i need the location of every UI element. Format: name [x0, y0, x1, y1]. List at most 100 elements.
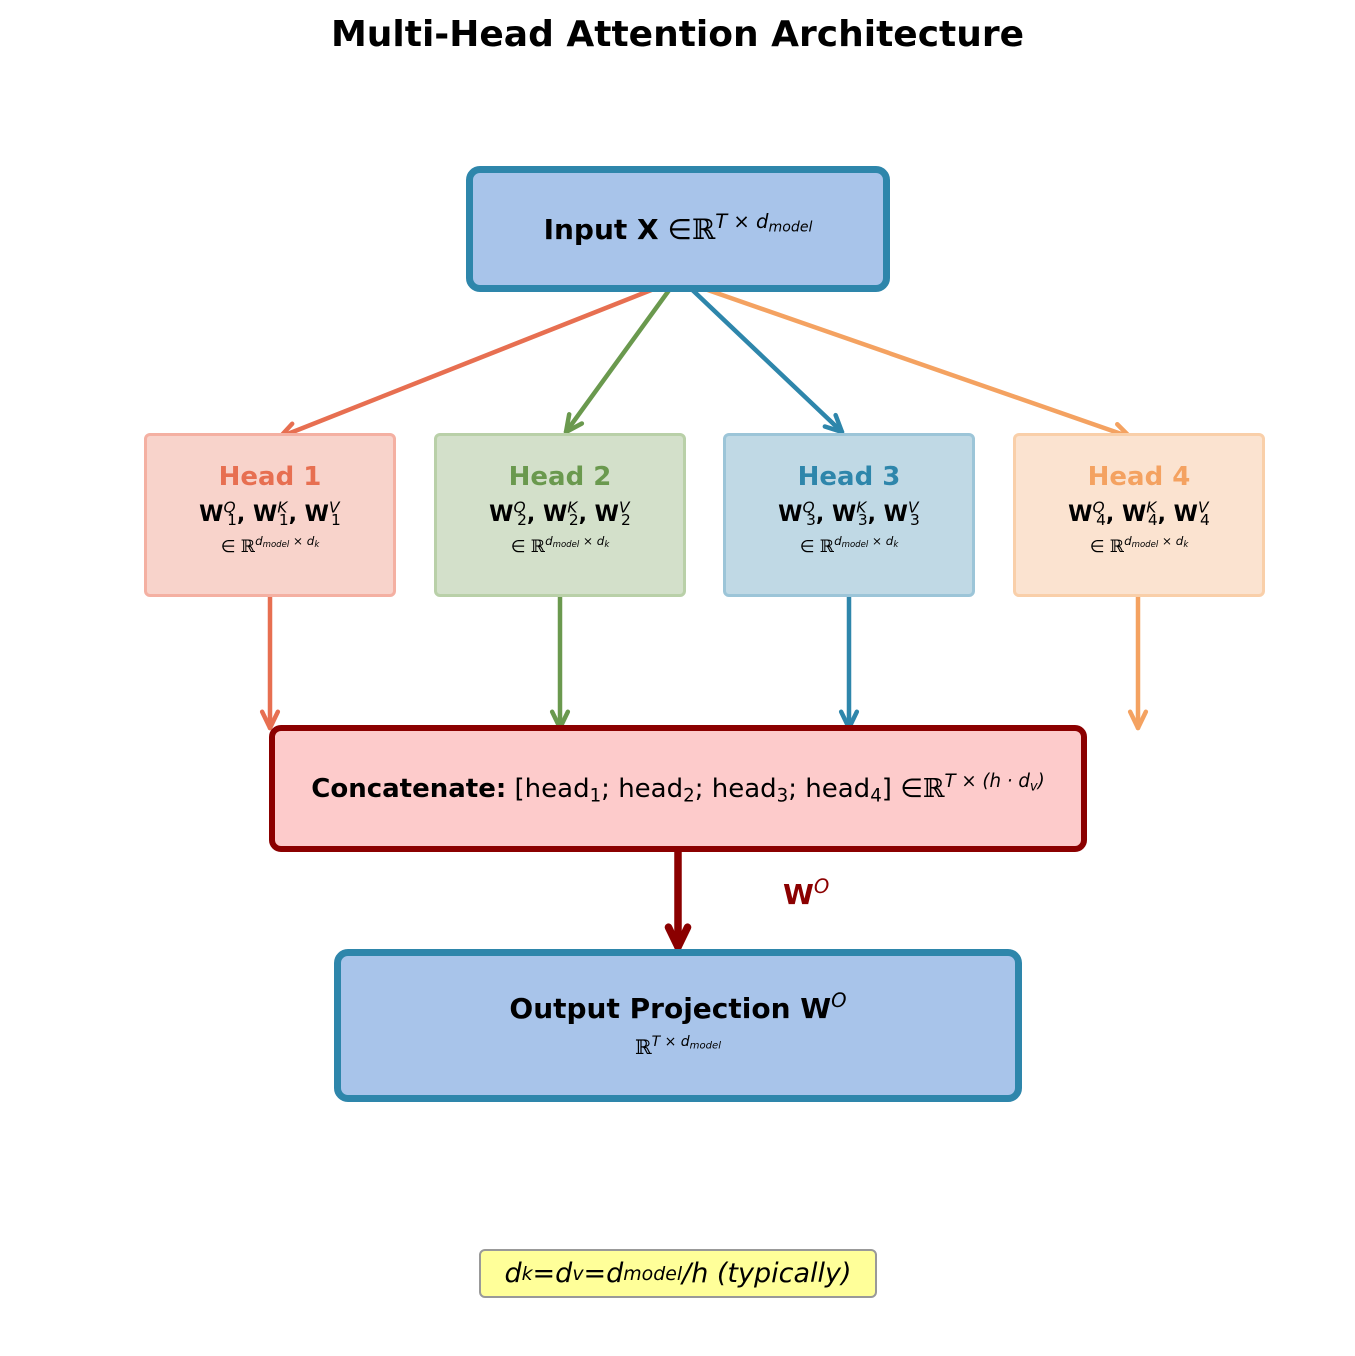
input-text: Input X [543, 212, 659, 246]
head-dimension: ∈ ℝdmodel × dk [221, 534, 320, 557]
dim-k: k [893, 540, 899, 551]
dim-d: d [596, 534, 605, 549]
member-symbol: ∈ [667, 212, 692, 246]
note-equals: = [532, 1258, 556, 1289]
separator: , [867, 502, 884, 527]
weight-index: 1 [331, 510, 341, 529]
real-space-symbol: ℝ [922, 773, 945, 804]
input-label: Input X ∈ℝT × dmodel [543, 209, 813, 246]
dim-times: × [1158, 534, 1176, 549]
head-title: Head 4 [1087, 462, 1191, 492]
dim-model: model [552, 540, 580, 551]
dim-k: k [314, 540, 320, 551]
note-d: d [555, 1258, 573, 1289]
arrow-input-to-head-1 [277, 278, 677, 441]
separator: , [1105, 502, 1122, 527]
real-space-symbol: ℝ [1109, 537, 1125, 557]
input-exponent: T × d [715, 209, 769, 233]
weight-q: Q [513, 498, 526, 517]
head-weights: WQ4, WK4, WV4 [1068, 498, 1210, 529]
weight-symbol: W [1121, 502, 1147, 527]
separator: , [815, 502, 832, 527]
open-bracket: [ [514, 773, 525, 804]
dim-model: model [1131, 540, 1159, 551]
projection-weight-label: WO [783, 875, 830, 911]
weight-symbol: W [199, 502, 224, 527]
weight-index: 4 [1147, 510, 1158, 529]
weight-index: 2 [517, 510, 527, 529]
head-term-2-index: 2 [683, 785, 695, 807]
separator: , [526, 502, 543, 527]
input-exponent-sub: model [768, 219, 813, 236]
concat-exponent: T × (h · d [944, 770, 1030, 792]
weight-index: 3 [910, 510, 920, 529]
projection-weight-sup: O [813, 875, 830, 899]
input-box: Input X ∈ℝT × dmodel [466, 166, 890, 292]
weight-q: Q [223, 498, 236, 517]
arrow-input-to-head-3 [681, 279, 845, 435]
separator: , [1157, 502, 1174, 527]
arrow-head-1-to-concat [259, 593, 281, 731]
head-dimension: ∈ ℝdmodel × dk [799, 534, 899, 557]
member-symbol: ∈ [900, 773, 923, 804]
output-exponent-sub: model [689, 1040, 722, 1052]
output-title-sup: O [831, 989, 847, 1013]
weight-index: 2 [568, 510, 579, 529]
note-d: d [504, 1258, 522, 1289]
weight-symbol: W [252, 502, 278, 527]
weight-index: 2 [621, 510, 631, 529]
weight-q: Q [802, 498, 815, 517]
weight-q: Q [1092, 498, 1105, 517]
dim-d: d [306, 534, 315, 549]
arrow-input-to-head-4 [679, 278, 1133, 442]
head-term-2: head [618, 773, 684, 804]
separator: , [288, 502, 305, 527]
head-term-4-index: 4 [870, 785, 882, 807]
concatenate-label: Concatenate: [311, 773, 507, 804]
separator: ; [788, 773, 806, 804]
weight-v: V [907, 498, 919, 517]
weight-symbol: W [831, 502, 857, 527]
head-weights: WQ2, WK2, WV2 [489, 498, 631, 529]
weight-symbol: W [1173, 502, 1198, 527]
concat-exponent-sub: v [1029, 778, 1038, 794]
output-dimension: ℝT × dmodel [635, 1035, 721, 1059]
weight-v: V [1197, 498, 1209, 517]
close-bracket: ] [881, 773, 892, 804]
separator: , [236, 502, 253, 527]
head-title: Head 1 [218, 462, 322, 492]
weight-index: 4 [1200, 510, 1210, 529]
head-term-4: head [805, 773, 871, 804]
member-symbol: ∈ [1089, 537, 1105, 557]
real-space-symbol: ℝ [634, 1035, 652, 1059]
head-term-3-index: 3 [776, 785, 789, 807]
arrow-input-to-head-2 [563, 279, 678, 435]
dim-d: d [834, 534, 842, 549]
weight-v: V [328, 498, 340, 517]
dim-d: d [1124, 534, 1132, 549]
head-title: Head 3 [797, 462, 901, 492]
output-projection-box: Output Projection WO ℝT × dmodel [334, 949, 1022, 1102]
weight-index: 4 [1096, 510, 1106, 529]
weight-k: K [277, 498, 288, 517]
concatenate-box: Concatenate: [head1; head2; head3; head4… [269, 725, 1087, 852]
arrow-concat-to-output [664, 841, 692, 951]
weight-index: 3 [806, 510, 816, 529]
output-exponent: T × d [651, 1034, 690, 1051]
dim-times: × [579, 534, 597, 549]
projection-weight-symbol: W [783, 878, 814, 911]
weight-symbol: W [883, 502, 908, 527]
weight-k: K [1146, 498, 1157, 517]
member-symbol: ∈ [799, 537, 815, 557]
real-space-symbol: ℝ [691, 212, 716, 246]
member-symbol: ∈ [510, 537, 526, 557]
dim-times: × [868, 534, 886, 549]
separator: , [578, 502, 595, 527]
weight-symbol: W [489, 502, 514, 527]
concatenate-formula: Concatenate: [head1; head2; head3; head4… [311, 770, 1045, 807]
weight-index: 1 [227, 510, 237, 529]
separator: ; [694, 773, 712, 804]
